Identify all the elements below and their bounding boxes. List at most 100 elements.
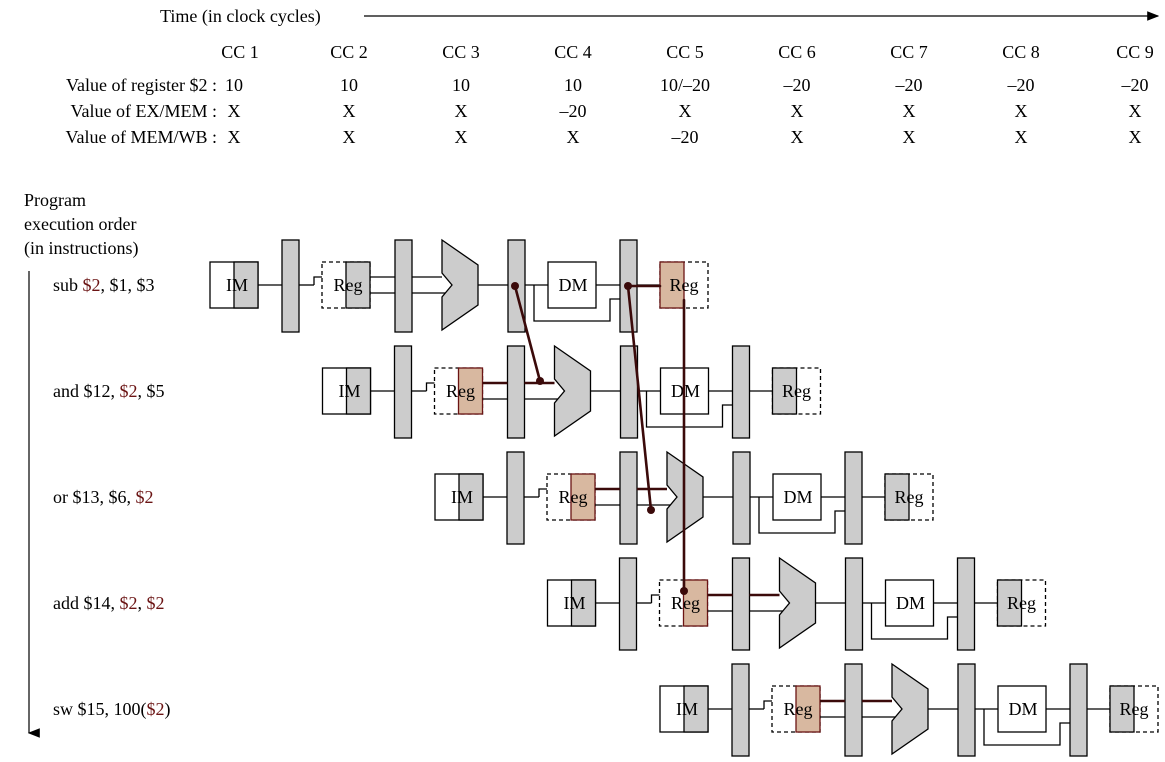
instruction-text: ) [165, 699, 171, 720]
order-label-line-2: execution order [24, 214, 136, 234]
pipeline-register [1069, 663, 1088, 757]
value-cell: X [455, 101, 468, 121]
instruction-text: , $5 [138, 381, 165, 401]
instruction-text: and $12, [53, 381, 120, 401]
register-highlight: $2 [147, 593, 165, 613]
forward-dot [511, 282, 519, 290]
reg-write-shade [659, 261, 685, 309]
instruction-text: sw $15, 100( [53, 699, 147, 720]
reg-write-shade [884, 473, 910, 521]
clock-cycle-label: CC 1 [221, 42, 259, 62]
instruction-text: add $14, [53, 593, 120, 613]
clock-cycle-label: CC 4 [554, 42, 592, 62]
value-cell: –20 [1007, 75, 1035, 95]
pipeline-register [619, 345, 639, 439]
dm-label: DM [558, 275, 587, 295]
order-label-line-3: (in instructions) [24, 238, 139, 259]
reg-write-shade [1109, 685, 1135, 733]
value-cell: X [903, 101, 916, 121]
dm-label: DM [671, 381, 700, 401]
value-cell: 10 [225, 75, 243, 95]
im-label: IM [451, 487, 473, 507]
reg-write-label: Reg [782, 381, 811, 401]
pipeline-register [731, 345, 751, 439]
reg-read-label: Reg [784, 699, 813, 719]
value-cell: –20 [1121, 75, 1149, 95]
value-cell: X [455, 127, 468, 147]
value-cell: X [903, 127, 916, 147]
reg-read-shade [795, 685, 821, 733]
value-cell: X [1015, 127, 1028, 147]
register-highlight: $2 [83, 275, 101, 295]
pipeline-row: IM Reg DM Reg [321, 344, 822, 439]
reg-write-shade [771, 367, 798, 415]
pipeline-register [957, 663, 976, 757]
clock-cycle-label: CC 5 [666, 42, 704, 62]
reg-read-label: Reg [446, 381, 475, 401]
pipeline-register [844, 557, 864, 651]
alu [553, 344, 592, 438]
clock-cycle-label: CC 3 [442, 42, 480, 62]
pipeline-register [506, 345, 526, 439]
pipeline-register [956, 557, 976, 651]
value-cell: X [343, 127, 356, 147]
value-cell: X [1129, 127, 1142, 147]
instruction-label: sub $2, $1, $3 [53, 275, 155, 295]
value-row-label: Value of MEM/WB : [66, 127, 217, 147]
reg-write-shade [996, 579, 1023, 627]
reg-read-label: Reg [334, 275, 363, 295]
value-cell: X [791, 127, 804, 147]
pipeline-register [844, 451, 863, 545]
forward-dot [536, 377, 544, 385]
register-highlight: $2 [120, 381, 138, 401]
value-cell: 10 [452, 75, 470, 95]
forward-ex-mem-to-and [513, 284, 542, 383]
reg-read-shade [682, 579, 709, 627]
register-highlight: $2 [120, 593, 138, 613]
im-label: IM [676, 699, 698, 719]
im-shade [345, 367, 372, 415]
im-label: IM [564, 593, 586, 613]
reg-write-label: Reg [670, 275, 699, 295]
im-label: IM [339, 381, 361, 401]
pipeline-register [618, 557, 638, 651]
alu [778, 556, 817, 650]
instruction-label: add $14, $2, $2 [53, 593, 165, 613]
value-cell: 10/–20 [660, 75, 710, 95]
pipeline-register [844, 663, 863, 757]
pipeline-register [281, 239, 300, 333]
value-cell: X [679, 101, 692, 121]
instruction-text: , [138, 593, 147, 613]
value-cell: X [1129, 101, 1142, 121]
forward-dot [647, 506, 655, 514]
order-label-line-1: Program [24, 190, 86, 210]
dm-label: DM [896, 593, 925, 613]
value-cell: –20 [671, 127, 699, 147]
forward-mem-wb-to-or [626, 284, 653, 512]
pipeline-register [619, 451, 638, 545]
value-cell: X [343, 101, 356, 121]
pipeline-register [394, 239, 413, 333]
reg-write-label: Reg [895, 487, 924, 507]
instruction-text: or $13, $6, [53, 487, 136, 507]
reg-read-label: Reg [559, 487, 588, 507]
reg-read-shade [457, 367, 484, 415]
reg-read-shade [570, 473, 596, 521]
register-highlight: $2 [136, 487, 154, 507]
instruction-label: and $12, $2, $5 [53, 381, 165, 401]
pipeline-register [393, 345, 413, 439]
pipeline-register [731, 557, 751, 651]
pipeline-register [731, 663, 750, 757]
im-shade [683, 685, 709, 733]
instruction-text: , $1, $3 [101, 275, 155, 295]
value-row-label: Value of register $2 : [66, 75, 217, 95]
pipeline-register [506, 451, 525, 545]
clock-cycle-label: CC 8 [1002, 42, 1040, 62]
instruction-label: or $13, $6, $2 [53, 487, 154, 507]
value-row-label: Value of EX/MEM : [71, 101, 217, 121]
